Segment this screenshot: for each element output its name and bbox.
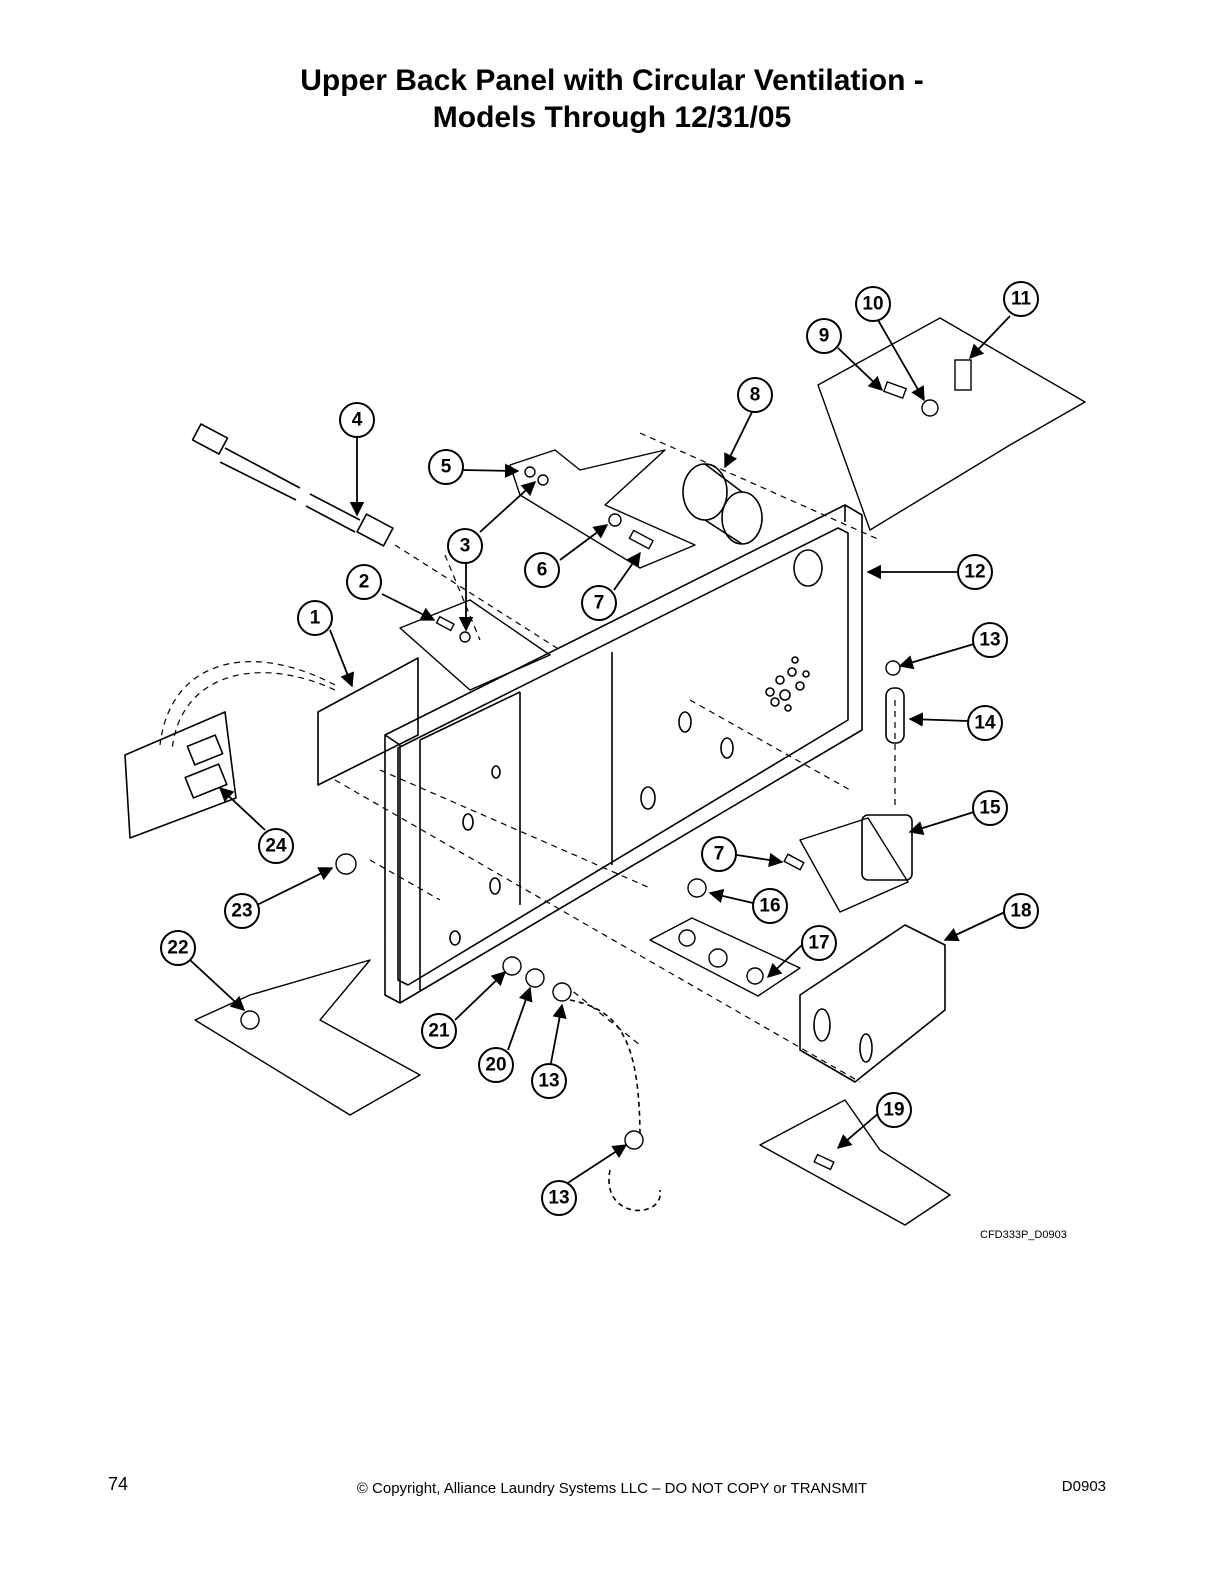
- callout-5: 5: [441, 457, 452, 478]
- vent-hole-large: [793, 549, 823, 587]
- callout-14: 14: [974, 713, 996, 734]
- callout-16: 16: [759, 896, 780, 917]
- callout-9: 9: [819, 326, 830, 347]
- callout-2: 2: [359, 572, 370, 593]
- callout-7-lower: 7: [714, 844, 725, 865]
- callout-17: 17: [808, 933, 829, 954]
- callout-20: 20: [485, 1055, 506, 1076]
- callout-12: 12: [964, 562, 985, 583]
- detail-box-7-15: [799, 817, 909, 913]
- part-1-plate: [317, 657, 419, 786]
- callout-13-middle: 13: [538, 1071, 559, 1092]
- callout-8: 8: [750, 385, 761, 406]
- callout-18: 18: [1010, 901, 1031, 922]
- callout-1: 1: [310, 608, 321, 629]
- callout-22: 22: [167, 938, 188, 959]
- callout-6: 6: [537, 560, 548, 581]
- callout-13-bottom: 13: [548, 1188, 569, 1209]
- detail-box-17: [649, 917, 801, 997]
- copyright-notice: © Copyright, Alliance Laundry Systems LL…: [356, 1480, 868, 1497]
- diagram-reference-code: CFD333P_D0903: [980, 1229, 1067, 1241]
- callout-21: 21: [428, 1021, 450, 1042]
- detail-box-9-11: [817, 317, 1086, 531]
- detail-box-22: [194, 959, 421, 1116]
- part-4-hose: [191, 423, 394, 547]
- part-18-bracket: [799, 924, 946, 1083]
- callout-10: 10: [862, 294, 883, 315]
- callout-23: 23: [231, 901, 252, 922]
- detail-box-2-3: [399, 599, 551, 691]
- callout-13-top: 13: [979, 630, 1000, 651]
- title-line-1: Upper Back Panel with Circular Ventilati…: [300, 64, 924, 97]
- title-line-2: Models Through 12/31/05: [432, 101, 792, 134]
- callout-4: 4: [352, 410, 363, 431]
- callout-11: 11: [1011, 289, 1032, 310]
- part-14-tube: [885, 687, 905, 744]
- detail-box-5-7: [509, 449, 696, 569]
- page-number: 74: [108, 1474, 129, 1494]
- callout-7: 7: [594, 593, 605, 614]
- callout-3: 3: [460, 536, 471, 557]
- page-title: Upper Back Panel with Circular Ventilati…: [0, 62, 1224, 136]
- callout-24: 24: [265, 836, 287, 857]
- part-15-valve: [861, 814, 913, 881]
- callout-15: 15: [979, 798, 1001, 819]
- part-24-label: [124, 711, 237, 839]
- detail-box-19: [759, 1099, 951, 1226]
- callout-19: 19: [883, 1100, 904, 1121]
- document-code: D0903: [1061, 1478, 1106, 1495]
- back-panel-inner: [397, 527, 849, 986]
- part-8-duct: [682, 463, 763, 545]
